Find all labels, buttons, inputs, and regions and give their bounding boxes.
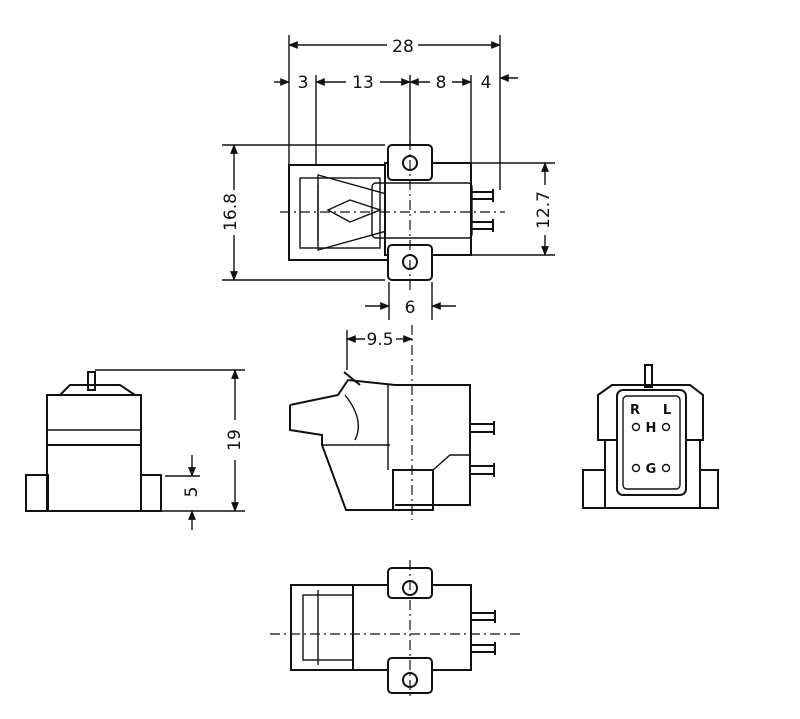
- side-view: 9.5: [289, 325, 495, 520]
- dim-seg-b: 13: [352, 73, 374, 93]
- dim-total-height: 19: [225, 429, 245, 451]
- dim-seg-c: 8: [436, 73, 447, 93]
- pin-label-l: L: [663, 403, 671, 418]
- pin-label-g: G: [646, 462, 657, 477]
- bottom-view: [270, 560, 520, 700]
- rear-view: R L H G: [582, 364, 719, 509]
- dim-height-right: 12.7: [534, 191, 554, 229]
- dim-mount-spacing: 6: [405, 298, 416, 318]
- dim-seg-d: 4: [481, 73, 492, 93]
- dim-seg-a: 3: [298, 73, 309, 93]
- top-view: 28 3 13 8 4 16.8 12.7: [221, 35, 555, 320]
- dim-overall-length: 28: [392, 37, 414, 57]
- pin-label-h: H: [646, 421, 657, 436]
- dim-base-height: 5: [182, 487, 202, 498]
- dim-height-left: 16.8: [221, 193, 241, 231]
- pin-label-r: R: [630, 403, 640, 418]
- dim-stylus-offset: 9.5: [366, 330, 393, 350]
- front-view: 19 5: [25, 369, 245, 530]
